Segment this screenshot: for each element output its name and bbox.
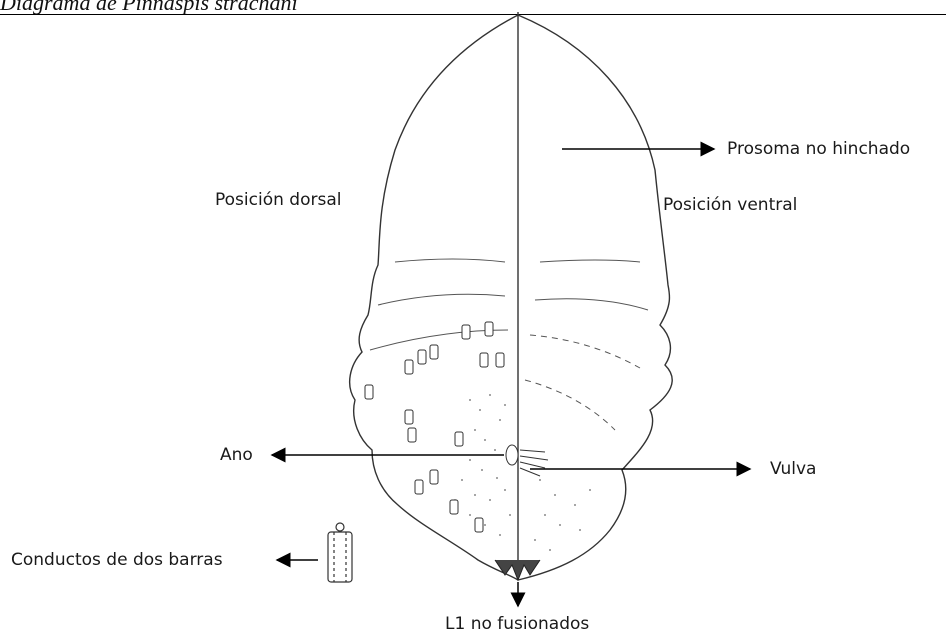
body-outline [350,15,673,580]
label-ano: Ano [220,445,253,465]
pygidial-lobes [495,560,540,580]
label-ventral: Posición ventral [663,195,797,215]
label-conductos: Conductos de dos barras [11,550,223,570]
label-vulva: Vulva [770,459,816,479]
label-l1: L1 no fusionados [445,614,589,634]
two-bar-duct-illustration [328,523,352,582]
label-prosoma: Prosoma no hinchado [727,139,910,159]
label-dorsal: Posición dorsal [215,190,341,210]
anus-mark [506,445,518,465]
